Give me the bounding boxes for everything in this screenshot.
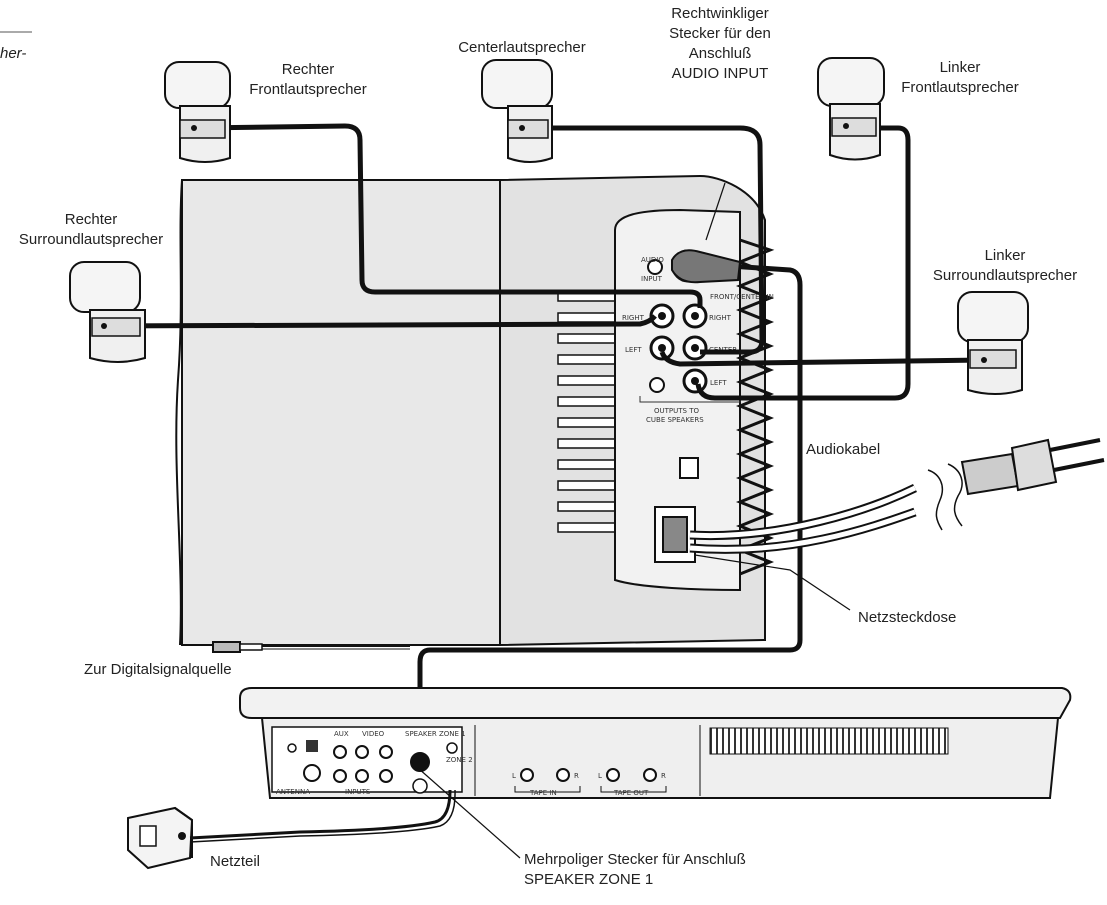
panel-left-label-b: LEFT (710, 379, 727, 387)
console-tape-in-label: TAPE IN (529, 789, 557, 797)
panel-left-label-a: LEFT (625, 346, 642, 354)
audio-cable-label: Audiokabel (806, 441, 881, 458)
bass-module: AUDIO INPUT FRONT/CENTER IN RIGHT RIGHT … (175, 174, 775, 647)
panel-right-label-a: RIGHT (622, 314, 645, 322)
speaker-zone-jack (410, 752, 430, 772)
power-cord (689, 438, 1105, 554)
speaker-right-surround (69, 261, 146, 363)
center-speaker-label: Centerlautsprecher (458, 39, 586, 56)
digital-source-label: Zur Digitalsignalquelle (84, 661, 232, 678)
speaker-left-front (817, 57, 885, 161)
right-front-label: Rechter Frontlautsprecher (249, 61, 367, 98)
console-inputs-label: INPUTS (345, 788, 371, 796)
connector-label: Rechtwinkliger Stecker für den Anschluß … (669, 5, 771, 82)
panel-front-center-label: FRONT/CENTER IN (710, 293, 774, 301)
console-antenna-label: ANTENNA (276, 788, 310, 796)
corner-fragment: her- (0, 45, 27, 62)
digital-source-plug (212, 641, 410, 653)
power-supply-unit (127, 789, 456, 870)
left-front-label: Linker Frontlautsprecher (901, 59, 1019, 96)
connector-panel (614, 208, 741, 592)
speaker-cables (103, 123, 986, 765)
panel-outputs-label: OUTPUTS TO (654, 407, 699, 415)
console-r2-label: R (661, 772, 666, 780)
console-l1-label: L (512, 772, 516, 780)
console-tape-out-label: TAPE OUT (613, 789, 649, 797)
speaker-right-front (164, 61, 231, 163)
console-speaker-zone-label: SPEAKER ZONE 1 (405, 730, 466, 738)
panel-input-label: INPUT (641, 275, 663, 283)
speaker-center (481, 59, 553, 163)
leader-lines (417, 554, 851, 859)
audio-input-small-jack (647, 259, 663, 275)
console-video-label: VIDEO (362, 730, 385, 738)
media-console: AUX VIDEO INPUTS ANTENNA SPEAKER ZONE 1 … (239, 687, 1072, 799)
console-zone2-label: ZONE 2 (446, 756, 473, 764)
power-supply-label: Netzteil (210, 853, 261, 870)
panel-cube-speakers-label: CUBE SPEAKERS (646, 416, 704, 424)
panel-right-label-b: RIGHT (709, 314, 732, 322)
power-socket-label: Netzsteckdose (858, 609, 957, 626)
panel-audio-label: AUDIO (641, 256, 664, 264)
left-surround-label: Linker Surroundlautsprecher (932, 247, 1078, 284)
right-surround-label: Rechter Surroundlautsprecher (18, 211, 164, 248)
console-aux-label: AUX (334, 730, 349, 738)
multipin-label: Mehrpoliger Stecker für Anschluß SPEAKER… (524, 851, 746, 888)
console-r1-label: R (574, 772, 579, 780)
console-l2-label: L (598, 772, 602, 780)
audio-input-plug (671, 182, 742, 284)
speaker-left-surround (957, 291, 1029, 395)
power-switch (679, 457, 699, 479)
